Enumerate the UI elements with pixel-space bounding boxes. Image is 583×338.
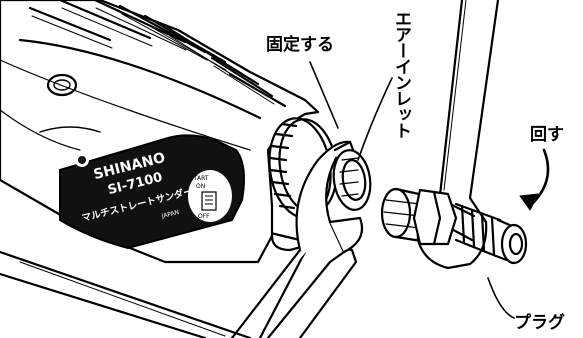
origin-text: JAPAN — [160, 209, 180, 220]
leader-plug — [487, 277, 515, 319]
fixing-wrench — [230, 140, 364, 338]
leader-inlet — [357, 77, 393, 161]
leader-fix — [309, 61, 339, 129]
start-label: START — [190, 175, 209, 182]
air-inlet-fitting — [332, 140, 372, 211]
rotate-arrow-icon — [530, 148, 550, 206]
off-label: OFF — [198, 213, 210, 220]
turn-callout: 回す — [530, 125, 564, 145]
air-inlet-callout: エアーインレット — [391, 10, 411, 138]
plug — [380, 187, 528, 265]
nameplate: SHINANO SI-7100 マルチストレートサンダー JAPAN START… — [59, 134, 245, 250]
fix-callout: 固定する — [266, 35, 334, 55]
on-label: ON — [196, 183, 205, 190]
plug-callout: プラグ — [514, 313, 565, 333]
switch-icon — [201, 191, 217, 211]
